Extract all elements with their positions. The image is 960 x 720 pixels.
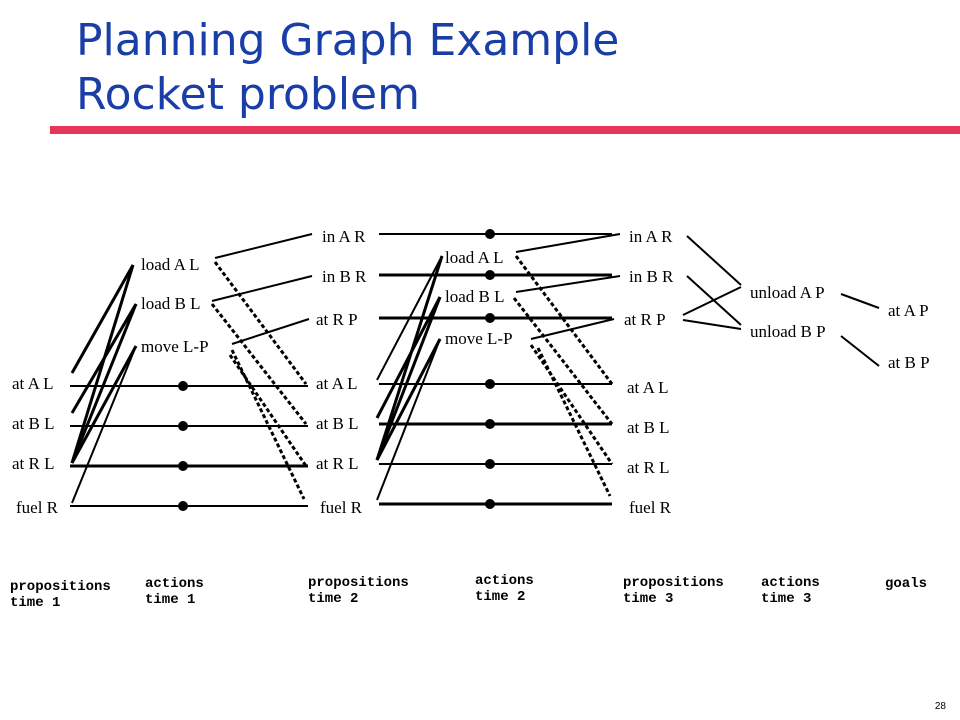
noop-dot — [178, 501, 188, 511]
action-t3-label: unload B P — [750, 322, 826, 341]
proposition-t3-label: in B R — [629, 267, 674, 286]
proposition-t1-label: fuel R — [16, 498, 59, 517]
delete-effect-line — [210, 303, 308, 425]
column-label: time 2 — [475, 589, 525, 605]
column-label: time 3 — [761, 591, 811, 607]
effect-line — [211, 275, 313, 302]
proposition-t3-label: at R P — [624, 310, 666, 329]
proposition-t2-label: at R L — [316, 454, 359, 473]
column-label: time 3 — [623, 591, 673, 607]
column-label: time 1 — [10, 595, 60, 611]
precondition-line — [375, 338, 442, 461]
proposition-t2-label: at A L — [316, 374, 358, 393]
proposition-t3-label: fuel R — [629, 498, 672, 517]
column-label: actions — [145, 576, 204, 592]
effect-line — [515, 233, 621, 253]
column-label: propositions — [10, 579, 111, 595]
action-t3-label: unload A P — [750, 283, 825, 302]
noop-dot — [485, 379, 495, 389]
delete-effect-line — [228, 354, 308, 467]
proposition-t1-label: at A L — [12, 374, 54, 393]
effect-line — [214, 233, 313, 259]
action-t2-label: load A L — [445, 248, 504, 267]
noop-dot — [178, 381, 188, 391]
precondition-line — [376, 338, 441, 501]
proposition-t2-label: fuel R — [320, 498, 363, 517]
precondition-line — [70, 264, 135, 374]
precondition-line — [71, 345, 137, 504]
noop-dot — [485, 313, 495, 323]
precondition-line — [376, 255, 443, 381]
delete-effect-line — [512, 297, 614, 425]
noop-dot — [178, 421, 188, 431]
delete-effect-line — [230, 349, 306, 500]
delete-effect-line — [213, 261, 308, 385]
proposition-t2-label: at R P — [316, 310, 358, 329]
proposition-t2-label: in B R — [322, 267, 367, 286]
effect-line — [515, 275, 621, 293]
noop-dot — [485, 459, 495, 469]
effect-line — [231, 318, 310, 345]
column-label: propositions — [623, 575, 724, 591]
goal-label: at A P — [888, 301, 929, 320]
column-label: propositions — [308, 575, 409, 591]
noop-dot — [485, 419, 495, 429]
precondition-line — [70, 345, 138, 464]
proposition-t2-label: in A R — [322, 227, 366, 246]
slide-title: Planning Graph Example Rocket problem — [76, 14, 619, 122]
noop-dot — [485, 270, 495, 280]
effect-line — [840, 335, 880, 367]
effect-line — [840, 293, 880, 309]
action-t1-label: move L-P — [141, 337, 209, 356]
title-underline — [50, 126, 960, 134]
goal-label: at B P — [888, 353, 930, 372]
proposition-t1-label: at R L — [12, 454, 55, 473]
precondition-line — [686, 235, 742, 286]
column-label: time 1 — [145, 592, 195, 608]
precondition-line — [70, 303, 138, 414]
slide-number: 28 — [934, 701, 946, 712]
delete-effect-line — [536, 347, 612, 497]
action-t2-label: load B L — [445, 287, 505, 306]
column-label: actions — [761, 575, 820, 591]
proposition-t3-label: at R L — [627, 458, 670, 477]
column-label: goals — [885, 576, 927, 592]
noop-dot — [485, 499, 495, 509]
delete-effect-line — [514, 255, 614, 385]
delete-effect-line — [529, 344, 614, 465]
precondition-line — [70, 303, 138, 464]
precondition-line — [682, 319, 742, 330]
noop-dot — [178, 461, 188, 471]
proposition-t3-label: in A R — [629, 227, 673, 246]
column-label: time 2 — [308, 591, 358, 607]
slide-title-line-2: Rocket problem — [76, 69, 420, 120]
action-t1-label: load A L — [141, 255, 200, 274]
precondition-line — [375, 296, 442, 461]
proposition-t1-label: at B L — [12, 414, 55, 433]
action-t1-label: load B L — [141, 294, 201, 313]
proposition-t3-label: at A L — [627, 378, 669, 397]
precondition-line — [682, 286, 742, 316]
action-t2-label: move L-P — [445, 329, 513, 348]
proposition-t2-label: at B L — [316, 414, 359, 433]
proposition-t3-label: at B L — [627, 418, 670, 437]
noop-dot — [485, 229, 495, 239]
column-label: actions — [475, 573, 534, 589]
slide-title-line-1: Planning Graph Example — [76, 15, 620, 66]
precondition-line — [375, 296, 442, 419]
